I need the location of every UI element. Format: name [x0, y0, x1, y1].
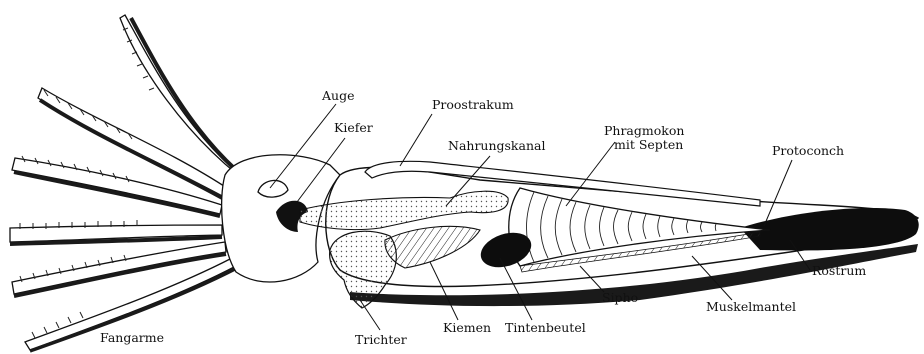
- label-auge: Auge: [321, 88, 354, 103]
- label-kiemen: Kiemen: [443, 320, 491, 335]
- label-sipho: Sipho: [602, 290, 638, 305]
- label-phragmokon: Phragmokon: [604, 123, 684, 138]
- label-protoconch: Protoconch: [772, 143, 844, 158]
- label-kiefer: Kiefer: [334, 120, 373, 135]
- label-fangarme: Fangarme: [100, 330, 164, 345]
- label-tintenbeutel: Tintenbeutel: [505, 320, 586, 335]
- label-mit-septen: mit Septen: [614, 137, 683, 152]
- label-trichter: Trichter: [355, 332, 407, 347]
- label-muskelmantel: Muskelmantel: [706, 299, 796, 314]
- label-proostrakum: Proostrakum: [432, 97, 514, 112]
- arms-group: [10, 15, 238, 351]
- label-nahrungskanal: Nahrungskanal: [448, 138, 545, 153]
- label-rostrum: Rostrum: [812, 263, 866, 278]
